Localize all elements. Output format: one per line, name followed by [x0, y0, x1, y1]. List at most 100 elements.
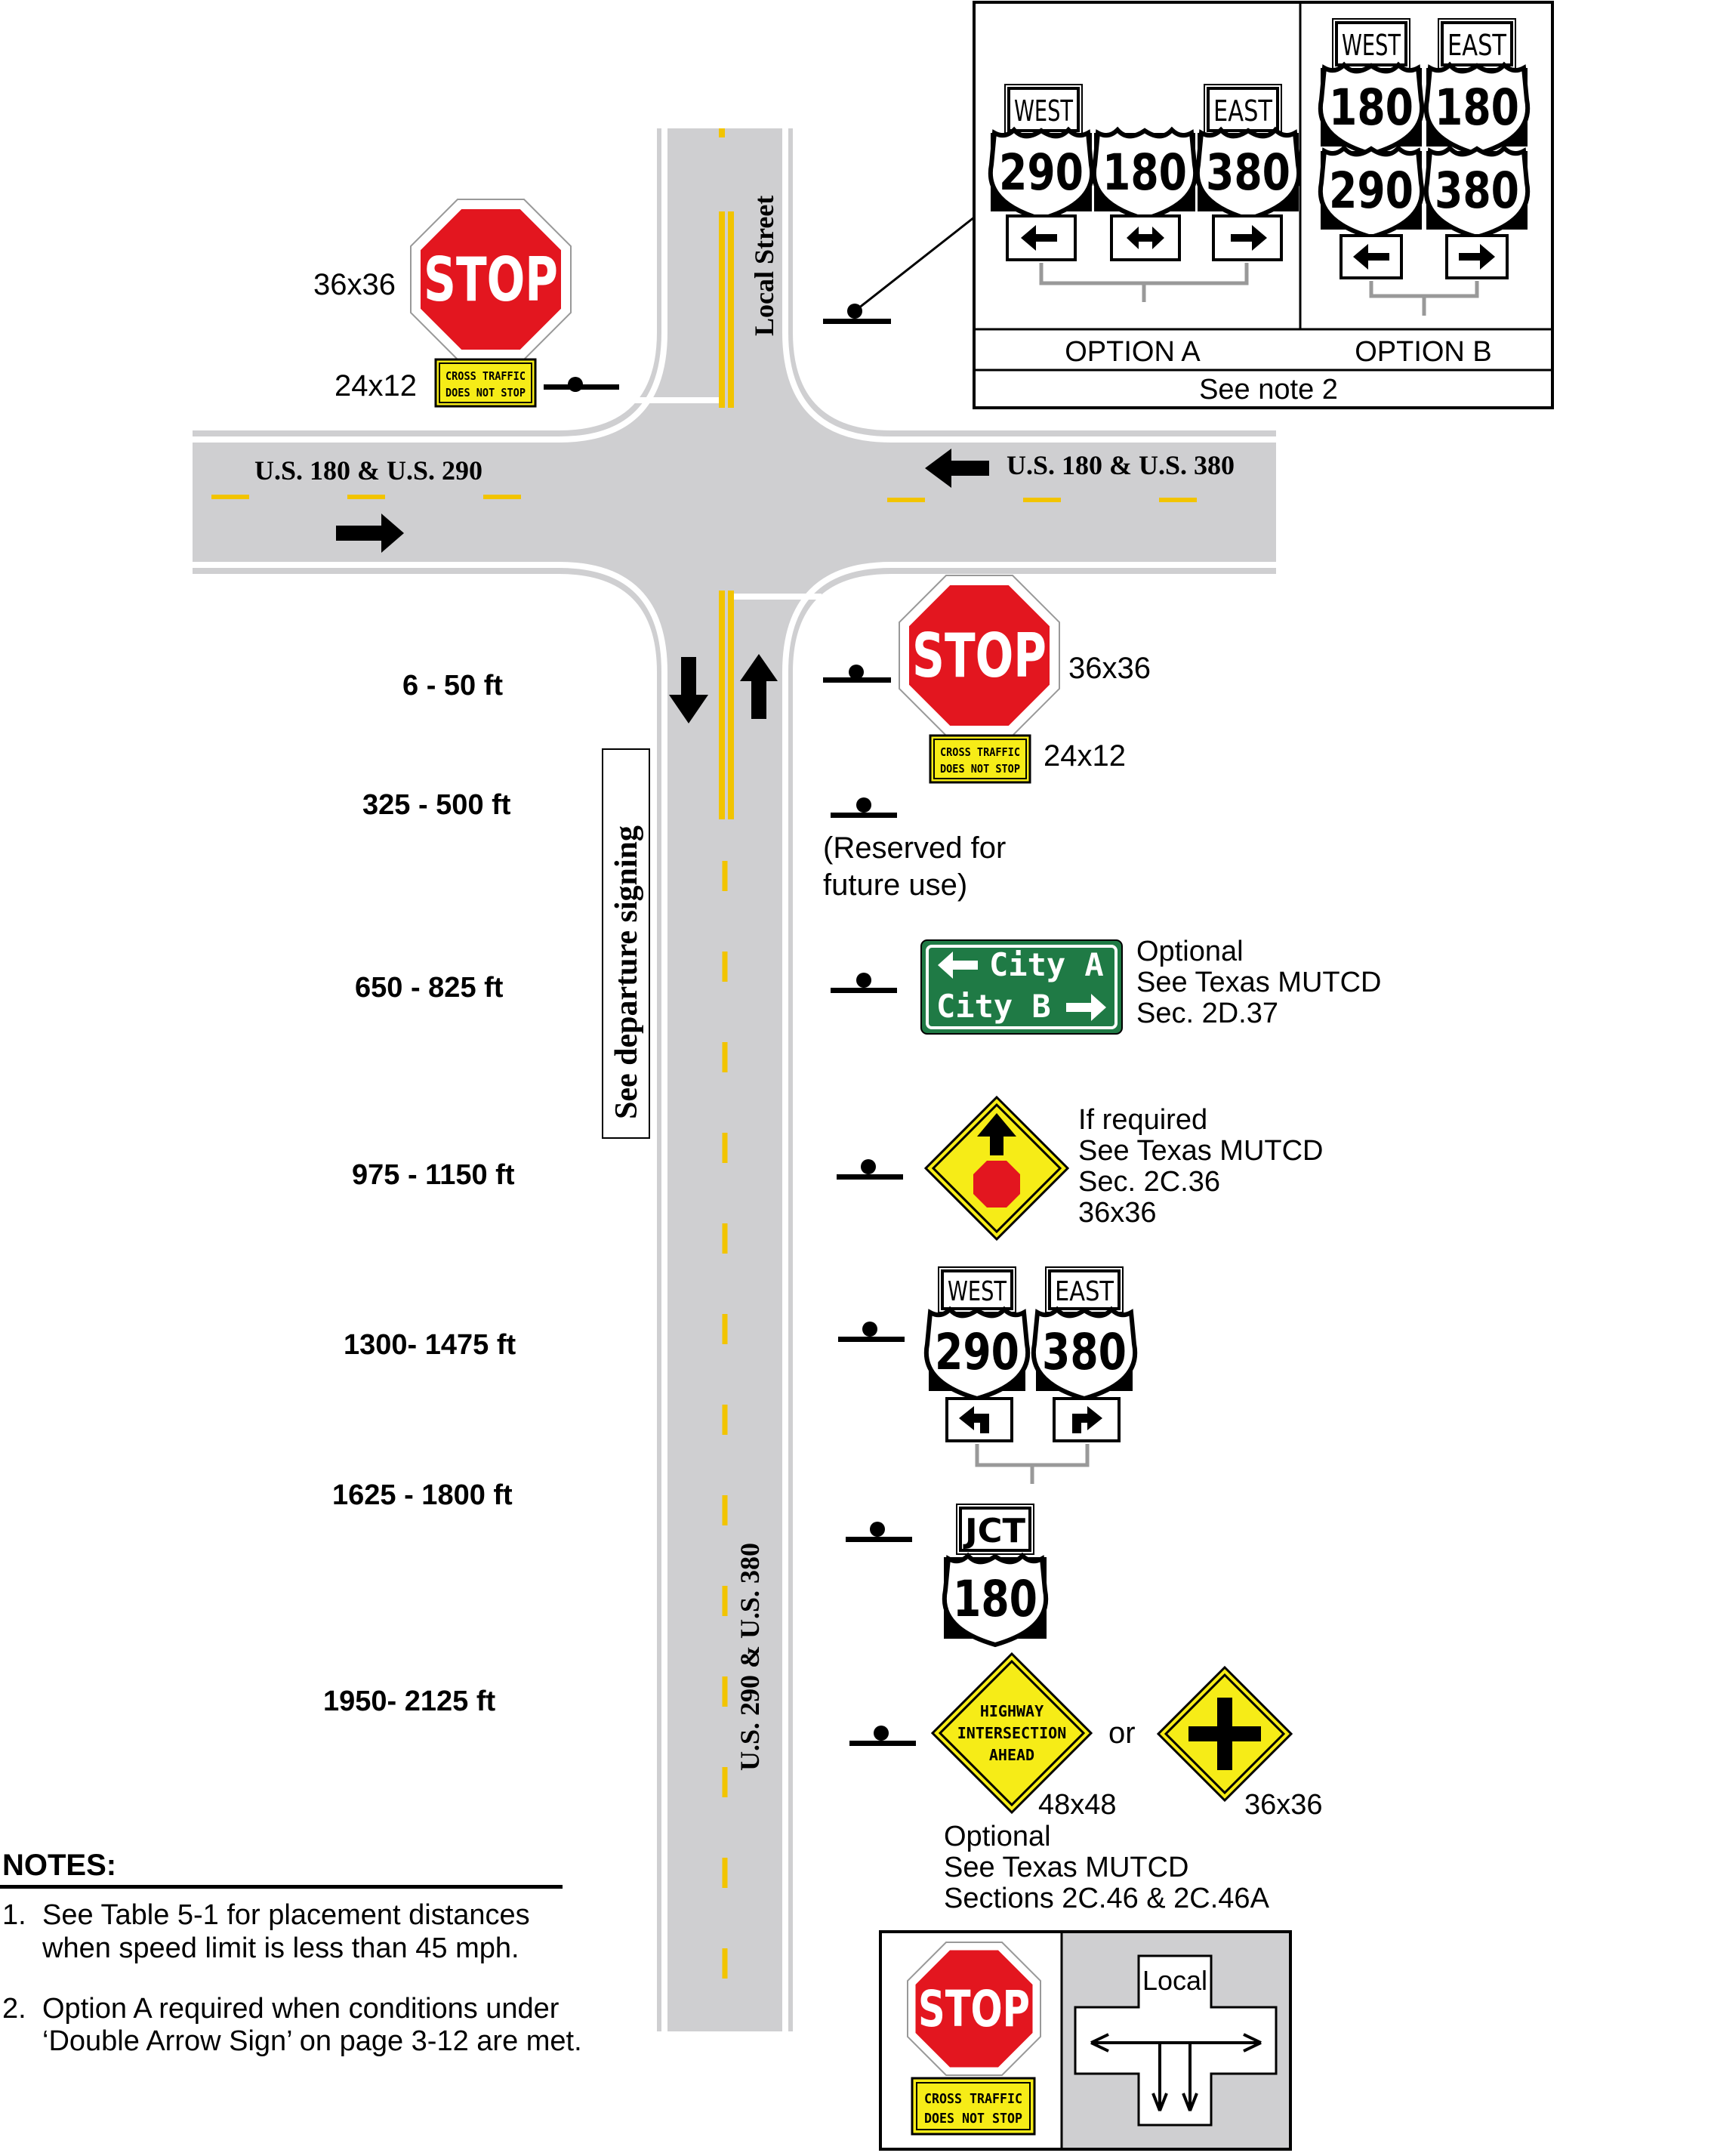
- top-left-stop-assembly: STOP 36x36 CROSS TRAFFIC DOES NOT STOP 2…: [313, 199, 619, 408]
- sign-row-325-500: 325 - 500 ft (Reserved for future use): [362, 789, 1006, 902]
- distance-label: 650 - 825 ft: [355, 972, 504, 1004]
- left-arrow-icon: [938, 952, 978, 979]
- right-turn-arrow-icon: [1072, 1406, 1102, 1433]
- westbound-arrow: [925, 449, 989, 488]
- departure-signing-label: See departure signing: [609, 825, 644, 1119]
- west-road-label: U.S. 180 & U.S. 290: [254, 455, 482, 486]
- legend-plaque-line2: DOES NOT STOP: [924, 2111, 1022, 2127]
- distance-label: 1300- 1475 ft: [344, 1329, 516, 1361]
- warn-note-2: See Texas MUTCD: [944, 1852, 1189, 1883]
- southbound-arrow: [669, 657, 708, 723]
- local-intersection-schematic: Local: [1074, 1954, 1278, 2127]
- east-road-label: U.S. 180 & U.S. 380: [1007, 450, 1235, 480]
- left-turn-arrow-icon: [959, 1406, 989, 1433]
- stop-octagon-icon: [973, 1161, 1020, 1208]
- option-a-180: 180: [1102, 143, 1187, 202]
- note-2-num: 2.: [2, 1993, 26, 2025]
- option-a-assembly: WEST EAST 290 180 380: [991, 84, 1299, 302]
- sign-row-975-1150: 975 - 1150 ft If required See Texas MUTC…: [352, 1095, 1324, 1241]
- jct-180: 180: [953, 1570, 1037, 1628]
- local-street-post: [823, 213, 979, 324]
- legend-plaque-line1: CROSS TRAFFIC: [924, 2091, 1022, 2107]
- sign-row-1300-1475: 1300- 1475 ft WEST EAST 290 380: [344, 1266, 1135, 1484]
- option-a-east: EAST: [1213, 94, 1273, 128]
- note-1-line2: when speed limit is less than 45 mph.: [42, 1932, 519, 1964]
- turn-west: WEST: [948, 1276, 1007, 1307]
- plaque-size-top: 24x12: [334, 369, 417, 403]
- plaque-top-line1: CROSS TRAFFIC: [445, 369, 526, 383]
- warn-note-1: Optional: [944, 1821, 1051, 1852]
- stop-ahead-note-4: 36x36: [1078, 1197, 1157, 1229]
- road-network: U.S. 180 & U.S. 290 U.S. 180 & U.S. 380 …: [193, 128, 1276, 2031]
- turn-290: 290: [935, 1323, 1019, 1381]
- plaque-top: CROSS TRAFFIC DOES NOT STOP: [434, 358, 537, 408]
- plaque-size-south: 24x12: [1044, 739, 1126, 773]
- sign-row-6-50: 6 - 50 ft STOP 36x36 CROSS TRAFFIC DOES …: [402, 575, 1151, 784]
- legend-stop-text: STOP: [918, 1980, 1030, 2038]
- distance-label: 975 - 1150 ft: [352, 1159, 515, 1191]
- option-b-label: OPTION B: [1355, 336, 1492, 368]
- see-note-2: See note 2: [1199, 374, 1338, 406]
- option-a-arrows: [1006, 214, 1283, 302]
- highway-intersection-ahead-sign: HIGHWAY INTERSECTION AHEAD: [930, 1652, 1093, 1815]
- edge-lines: [193, 128, 1276, 2031]
- warn-note-3: Sections 2C.46 & 2C.46A: [944, 1883, 1270, 1914]
- option-a-290: 290: [999, 143, 1084, 202]
- option-b-180-left: 180: [1329, 79, 1414, 137]
- stop-ahead-sign: [923, 1095, 1070, 1241]
- note-1-line1: See Table 5-1 for placement distances: [42, 1899, 530, 1931]
- turn-380: 380: [1042, 1323, 1127, 1381]
- or-text: or: [1108, 1716, 1136, 1750]
- warn-size-right: 36x36: [1244, 1789, 1323, 1821]
- option-b-east: EAST: [1447, 29, 1507, 62]
- guide-line1: City A: [989, 946, 1104, 983]
- distance-label: 1950- 2125 ft: [323, 1686, 495, 1717]
- stop-size-south: 36x36: [1068, 652, 1151, 685]
- departure-signing-box: See departure signing: [602, 748, 650, 1139]
- local-label: Local: [1142, 1965, 1207, 1996]
- plaque-top-line2: DOES NOT STOP: [445, 386, 526, 399]
- guide-line2: City B: [936, 988, 1051, 1025]
- option-a-380: 380: [1206, 143, 1290, 202]
- right-arrow-icon: [1066, 994, 1106, 1021]
- warn-line1: HIGHWAY: [980, 1702, 1044, 1720]
- stop-ahead-note-1: If required: [1078, 1104, 1207, 1136]
- warn-line3: AHEAD: [989, 1746, 1034, 1764]
- plaque-south-line1: CROSS TRAFFIC: [940, 745, 1020, 759]
- eastbound-arrow: [336, 514, 404, 553]
- option-b-west: WEST: [1342, 29, 1401, 62]
- reserved-note-1: (Reserved for: [823, 831, 1006, 865]
- stop-sign-south: STOP: [899, 575, 1060, 736]
- guide-note-2: See Texas MUTCD: [1136, 967, 1382, 998]
- stop-text-south: STOP: [912, 621, 1047, 691]
- warn-size-left: 48x48: [1038, 1789, 1117, 1821]
- option-b-290: 290: [1329, 162, 1414, 220]
- post-top-left: [544, 377, 619, 392]
- option-a-west: WEST: [1014, 94, 1074, 128]
- travel-arrows: [336, 449, 989, 723]
- guide-note-3: Sec. 2D.37: [1136, 998, 1278, 1029]
- reserved-note-2: future use): [823, 868, 967, 902]
- option-b-180-right: 180: [1435, 79, 1519, 137]
- sign-row-1950-2125: 1950- 2125 ft HIGHWAY INTERSECTION AHEAD…: [323, 1652, 1323, 1914]
- bottom-legend-box: STOP CROSS TRAFFIC DOES NOT STOP Local: [879, 1930, 1292, 2151]
- note-1-num: 1.: [2, 1899, 26, 1931]
- sign-row-650-825: 650 - 825 ft City A City B Optional See …: [355, 936, 1382, 1035]
- road-surface: [193, 128, 1276, 2031]
- legend-stop-sign: STOP: [907, 1942, 1041, 2076]
- stop-ahead-note-2: See Texas MUTCD: [1078, 1135, 1324, 1167]
- stop-size-top: 36x36: [313, 268, 396, 301]
- option-b-arrows: [1340, 234, 1509, 316]
- option-b-380: 380: [1435, 162, 1519, 220]
- guide-note-1: Optional: [1136, 936, 1244, 967]
- stop-sign-top: STOP: [410, 199, 572, 360]
- distance-label: 1625 - 1800 ft: [332, 1479, 513, 1511]
- options-box: OPTION A OPTION B See note 2 WEST EAST 2…: [973, 1, 1554, 409]
- cross-symbol-icon: [1188, 1698, 1261, 1770]
- local-street-label: Local Street: [749, 196, 779, 336]
- south-road-label: U.S. 290 & U.S. 380: [735, 1543, 765, 1771]
- guide-sign: City A City B: [920, 939, 1123, 1035]
- turn-east: EAST: [1055, 1276, 1114, 1307]
